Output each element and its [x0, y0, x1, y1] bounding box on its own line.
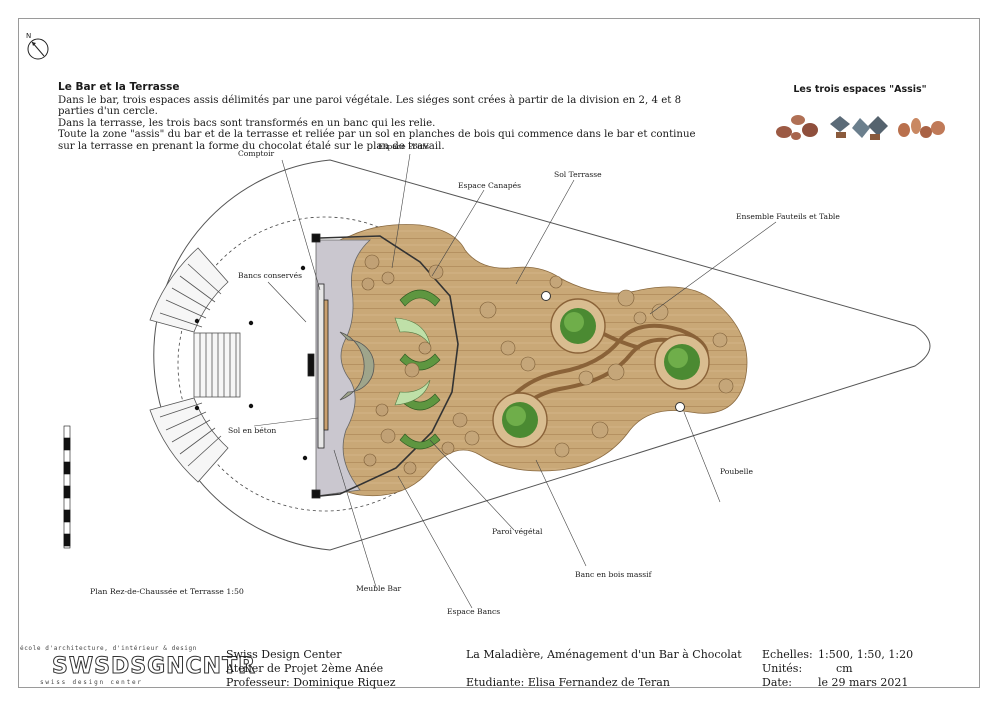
- label-bancs-conserves: Bancs conservés: [238, 271, 302, 280]
- north-label: N: [26, 32, 31, 40]
- leader-lines: [253, 153, 777, 609]
- label-sol-terrasse: Sol Terrasse: [554, 170, 602, 179]
- seating-thumbnails: [776, 115, 945, 140]
- label-poubelle: Poubelle: [720, 467, 753, 476]
- intro-text: Le Bar et la Terrasse Dans le bar, trois…: [58, 81, 698, 153]
- columns: [194, 265, 308, 461]
- school-logo: SWSDSGNCNTR: [51, 654, 257, 680]
- atelier-name: Atelier de Projet 2ème Anée: [226, 662, 384, 675]
- staircase-bottom: [149, 397, 229, 483]
- echelles-value: 1:500, 1:50, 1:20: [818, 648, 914, 661]
- org-name: Swiss Design Center: [226, 648, 342, 661]
- poufs: [361, 254, 468, 475]
- project-title: La Maladière, Aménagement d'un Bar à Cho…: [466, 648, 742, 661]
- waste-bins: [541, 291, 685, 412]
- assis-title: Les trois espaces "Assis": [793, 84, 927, 95]
- date-value: le 29 mars 2021: [818, 676, 909, 689]
- label-sol-beton: Sol en béton: [228, 426, 276, 435]
- intro-paragraph-3: Toute la zone "assis" du bar et de la te…: [58, 129, 696, 152]
- label-meuble-bar: Meuble Bar: [356, 584, 401, 593]
- intro-paragraph-1: Dans le bar, trois espaces assis délimit…: [58, 94, 682, 118]
- label-espace-canapes: Espace Canapés: [458, 181, 521, 190]
- unites-value: cm: [836, 662, 853, 675]
- tree-planters: [492, 298, 710, 448]
- student-name: Etudiante: Elisa Fernandez de Teran: [466, 676, 670, 689]
- label-paroi-vegetal: Paroi végétal: [492, 527, 543, 536]
- echelles-label: Echelles:: [762, 648, 813, 661]
- label-ensemble-fauteils: Ensemble Fauteils et Table: [736, 212, 840, 221]
- professeur-name: Professeur: Dominique Riquez: [226, 676, 396, 689]
- bar-counter: [307, 233, 329, 499]
- glass-facade: [319, 235, 459, 497]
- scale-bar: [63, 425, 71, 549]
- bancs-thumbnail: [898, 118, 945, 138]
- section-title: Le Bar et la Terrasse: [58, 81, 180, 93]
- concrete-floor-bar: [315, 239, 372, 497]
- canapes-thumbnail: [830, 116, 888, 140]
- poufs-thumbnail: [776, 115, 818, 140]
- label-banc-bois: Banc en bois massif: [575, 570, 653, 579]
- staircase-top: [149, 247, 229, 333]
- label-espace-poufs: Espace Poufs: [378, 142, 429, 151]
- school-subtitle: swiss design center: [40, 679, 143, 686]
- plan-title: Plan Rez-de-Chaussée et Terrasse 1:50: [90, 587, 244, 596]
- unites-label: Unités:: [762, 662, 803, 675]
- drawing-frame: [18, 18, 980, 688]
- school-tagline: école d'architecture, d'intérieur & desi…: [20, 645, 197, 652]
- date-label: Date:: [762, 676, 793, 689]
- label-espace-bancs: Espace Bancs: [447, 607, 500, 616]
- intro-paragraph-2: Dans la terrasse, les trois bacs sont tr…: [58, 117, 436, 129]
- central-stairs: [193, 332, 241, 398]
- terrace-armchairs: [464, 275, 734, 458]
- label-comptoir: Comptoir: [238, 149, 274, 158]
- north-arrow-icon: N: [26, 32, 49, 60]
- semicircle-bench: [339, 331, 375, 401]
